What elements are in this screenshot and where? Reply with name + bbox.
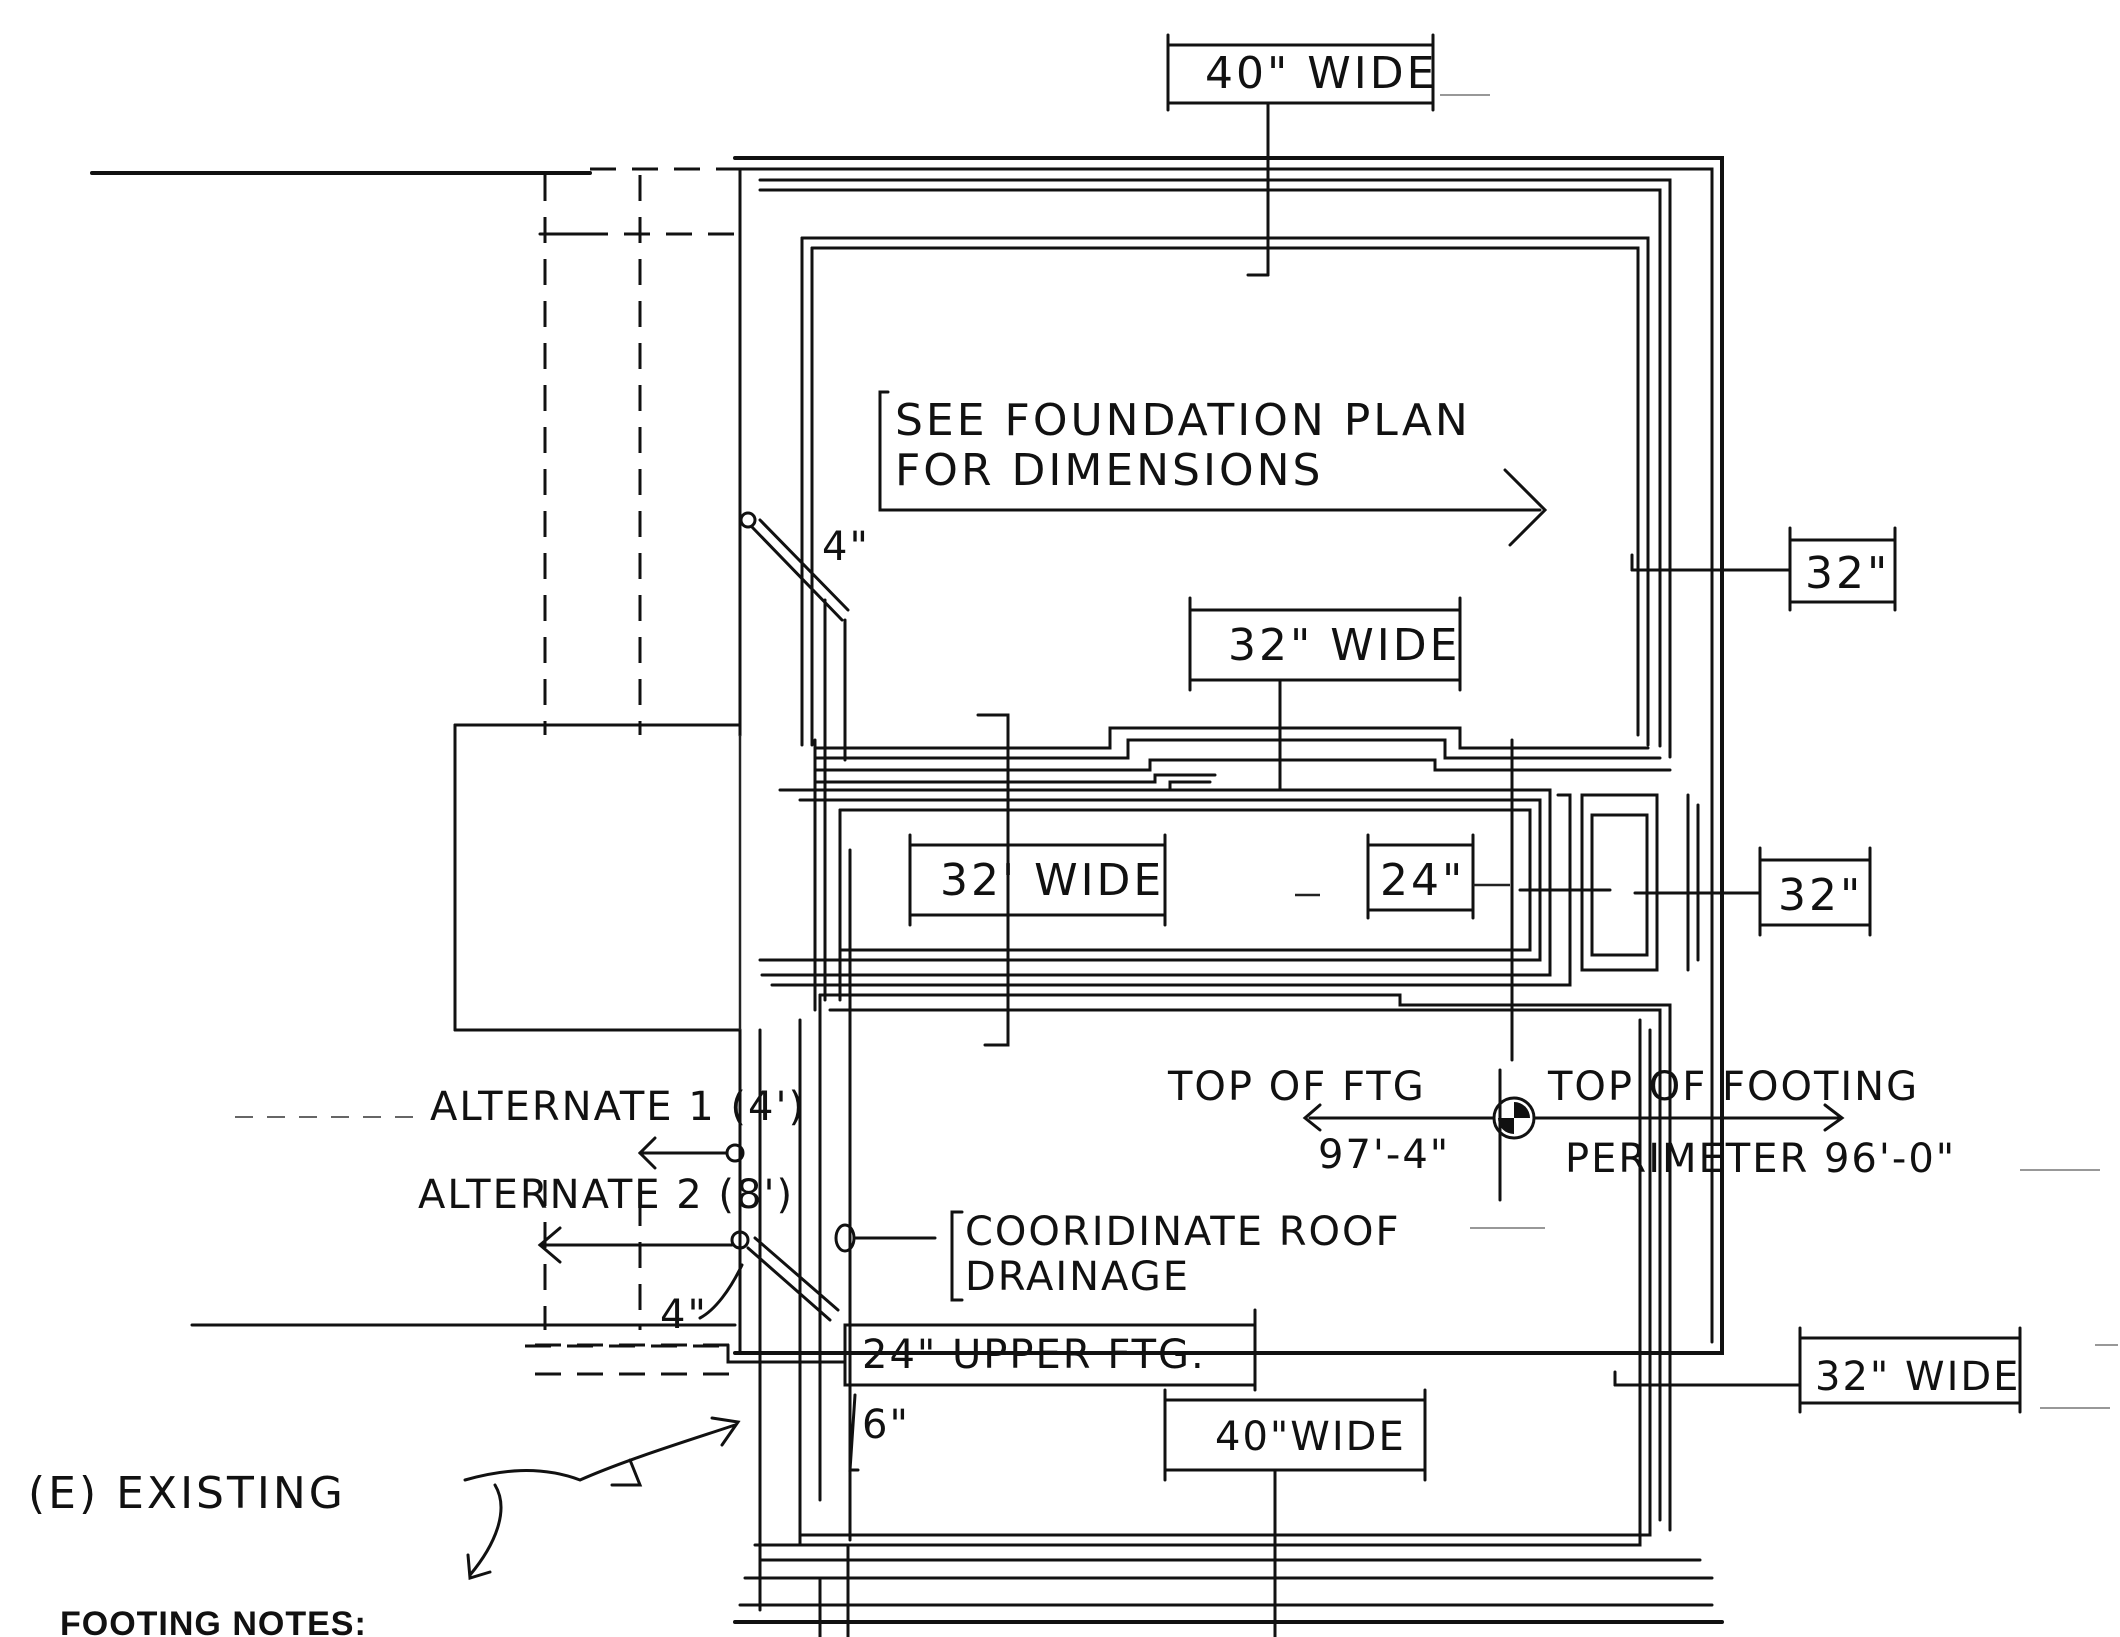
label-right-32-wide: 32" WIDE [1815, 1354, 2020, 1400]
label-right-32-upper: 32" [1805, 548, 1890, 599]
label-4in-lower: 4" [660, 1292, 708, 1338]
dim-top-width: 40" WIDE [1166, 33, 1490, 277]
existing-building-lines [90, 167, 740, 1376]
foundation-walls [453, 156, 1724, 1624]
label-existing: (E) EXISTING [28, 1468, 346, 1519]
label-top-of-ftg-value: 97'-4" [1318, 1132, 1450, 1178]
label-alternate-1: ALTERNATE 1 (4') [430, 1084, 806, 1130]
label-see-plan-1: SEE FOUNDATION PLAN [895, 395, 1471, 446]
label-top-of-ftg: TOP OF FTG [1167, 1064, 1426, 1110]
dim-upper-ftg: 24" UPPER FTG. [726, 1308, 1257, 1392]
dim-right-mid: 32" [1518, 846, 1872, 937]
label-bottom-width: 40"WIDE [1215, 1414, 1406, 1460]
label-right-32-mid: 32" [1778, 870, 1863, 921]
dim-bottom-width: 40"WIDE [1163, 1388, 1427, 1637]
label-perimeter-value: PERIMETER 96'-0" [1565, 1136, 1956, 1182]
dim-right-upper: 32" [1630, 526, 1897, 612]
elevation-marker: TOP OF FTG 97'-4" TOP OF FOOTING PERIMET… [1167, 1064, 2100, 1202]
dim-6in: 6" [848, 1393, 910, 1472]
see-plan-note: SEE FOUNDATION PLAN FOR DIMENSIONS [878, 390, 1548, 547]
dim-24in: 24" [1295, 738, 1514, 1062]
label-inner-24: 24" [1380, 855, 1465, 906]
label-six-in: 6" [862, 1402, 910, 1448]
label-top-of-footing: TOP OF FOOTING [1547, 1064, 1919, 1110]
dim-right-lower: 32" WIDE [1613, 1326, 2118, 1414]
roof-drainage-note: COORIDINATE ROOF DRAINAGE [950, 1209, 1545, 1302]
dim-4in-lower: 4" [660, 1263, 744, 1338]
label-upper-ftg: 24" UPPER FTG. [862, 1332, 1206, 1378]
label-coordinate-roof: COORIDINATE ROOF [965, 1209, 1400, 1255]
label-left-width: 32' WIDE [940, 855, 1164, 906]
label-drainage: DRAINAGE [965, 1254, 1190, 1300]
footing-notes-title: FOOTING NOTES: [60, 1605, 367, 1637]
dim-4in-upper: 4" [739, 511, 870, 622]
label-alternate-2: ALTERNATE 2 (8') [418, 1172, 794, 1218]
alternate-callouts: ALTERNATE 1 (4') ALTERNATE 2 (8') [418, 1084, 937, 1322]
dim-left-width: 32' WIDE [908, 713, 1167, 1047]
label-see-plan-2: FOR DIMENSIONS [895, 445, 1323, 496]
label-mid-width: 32" WIDE [1228, 620, 1460, 671]
dim-mid-width: 32" WIDE [1188, 596, 1462, 792]
existing-callout: (E) EXISTING [28, 1416, 741, 1580]
label-4in-upper: 4" [822, 524, 870, 570]
dimension-tags: 40" WIDE SEE FOUNDATION PLAN FOR DIMENSI… [28, 33, 2118, 1637]
label-top-width: 40" WIDE [1205, 48, 1437, 99]
